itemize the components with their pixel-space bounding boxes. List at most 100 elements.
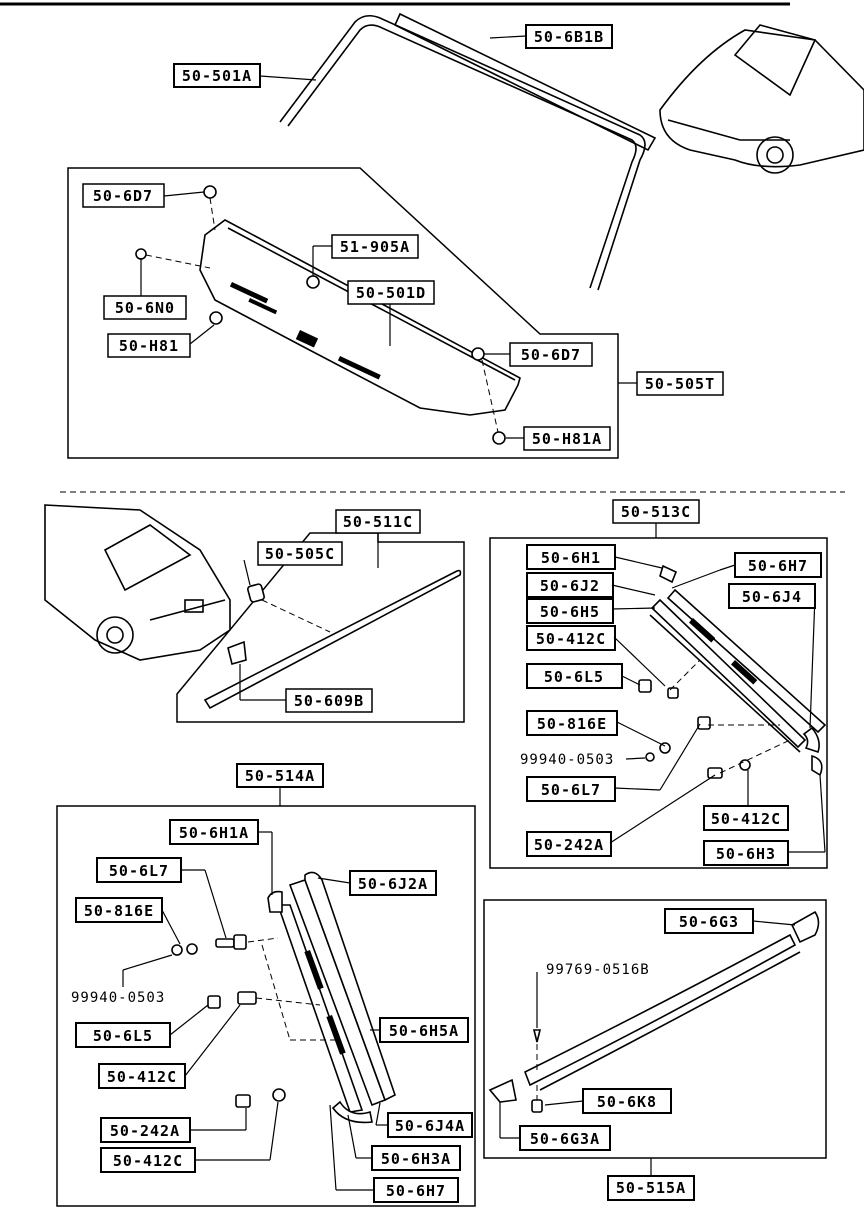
label-50-501D: 50-501D xyxy=(347,280,435,305)
svg-text:50-816E: 50-816E xyxy=(537,715,607,733)
svg-text:50-6H1A: 50-6H1A xyxy=(179,824,249,842)
svg-text:50-6L7: 50-6L7 xyxy=(541,781,601,799)
svg-text:50-412C: 50-412C xyxy=(113,1152,183,1170)
svg-text:50-242A: 50-242A xyxy=(110,1122,180,1140)
label-50-6N0: 50-6N0 xyxy=(103,295,187,320)
svg-text:50-6L5: 50-6L5 xyxy=(93,1027,153,1045)
label-50-6H3A: 50-6H3A xyxy=(371,1145,461,1171)
label-50-6H1: 50-6H1 xyxy=(526,544,616,570)
svg-text:50-6D7: 50-6D7 xyxy=(93,187,153,205)
svg-text:50-412C: 50-412C xyxy=(107,1068,177,1086)
svg-text:50-6L7: 50-6L7 xyxy=(109,862,169,880)
label-50-6B1B: 50-6B1B xyxy=(525,24,613,49)
label-50-816E: 50-816E xyxy=(526,710,618,736)
label-50-501A: 50-501A xyxy=(173,63,261,88)
group-515A-leaders xyxy=(499,920,796,1139)
group-514A-leaders xyxy=(122,831,388,1191)
label-50-816E-b: 50-816E xyxy=(75,897,163,923)
label-50-412C-d: 50-412C xyxy=(100,1147,196,1173)
group-515A-frame xyxy=(483,899,827,1159)
label-50-6L5-b: 50-6L5 xyxy=(75,1022,171,1048)
svg-text:50-515A: 50-515A xyxy=(616,1179,686,1197)
label-50-H81A: 50-H81A xyxy=(523,426,611,451)
svg-text:50-501D: 50-501D xyxy=(356,284,426,302)
label-50-412C-a: 50-412C xyxy=(526,625,616,651)
svg-text:50-511C: 50-511C xyxy=(343,513,413,531)
svg-text:50-6H5A: 50-6H5A xyxy=(389,1022,459,1040)
svg-text:50-514A: 50-514A xyxy=(245,767,315,785)
label-50-242A-b: 50-242A xyxy=(100,1117,191,1143)
group-514A-frame xyxy=(56,805,476,1207)
part-number-99769-0516B: 99769-0516B xyxy=(546,962,650,978)
label-50-511C: 50-511C xyxy=(335,509,421,534)
label-50-6L5: 50-6L5 xyxy=(526,663,623,689)
svg-text:50-816E: 50-816E xyxy=(84,902,154,920)
label-50-505C: 50-505C xyxy=(257,541,343,566)
label-50-6H5A: 50-6H5A xyxy=(379,1017,469,1043)
label-50-513C: 50-513C xyxy=(612,499,700,524)
label-50-6G3A: 50-6G3A xyxy=(519,1125,611,1151)
svg-text:50-6J2A: 50-6J2A xyxy=(358,875,428,893)
group-515A-molding xyxy=(488,910,820,1113)
label-50-6D7-top: 50-6D7 xyxy=(82,183,165,208)
label-50-6J4A: 50-6J4A xyxy=(387,1112,473,1138)
group-513C-molding xyxy=(638,564,827,779)
svg-text:50-6H7: 50-6H7 xyxy=(748,557,808,575)
label-50-6D7-right: 50-6D7 xyxy=(509,342,593,367)
part-number-99940-0503: 99940-0503 xyxy=(520,752,614,768)
svg-text:50-412C: 50-412C xyxy=(536,630,606,648)
label-50-6L7: 50-6L7 xyxy=(526,776,616,802)
label-50-505T: 50-505T xyxy=(636,371,724,396)
cowl-group-frame xyxy=(67,167,619,459)
label-50-514A: 50-514A xyxy=(236,763,324,788)
svg-text:50-242A: 50-242A xyxy=(534,836,604,854)
cowl-leaders xyxy=(140,35,637,439)
label-50-6H3: 50-6H3 xyxy=(703,840,789,866)
label-50-242A: 50-242A xyxy=(526,831,612,857)
svg-text:50-6J2: 50-6J2 xyxy=(540,577,600,595)
cowl-clips xyxy=(135,185,506,445)
svg-text:50-H81A: 50-H81A xyxy=(532,430,602,448)
group-514A-molding xyxy=(171,871,396,1124)
label-50-412C-b: 50-412C xyxy=(703,805,789,831)
svg-text:50-6L5: 50-6L5 xyxy=(544,668,604,686)
svg-text:50-501A: 50-501A xyxy=(182,67,252,85)
svg-text:50-6H5: 50-6H5 xyxy=(540,603,600,621)
part-number-99940-0503-b: 99940-0503 xyxy=(71,990,165,1006)
svg-text:50-6J4A: 50-6J4A xyxy=(395,1117,465,1135)
label-50-6K8: 50-6K8 xyxy=(582,1088,672,1114)
label-50-6H7-right: 50-6H7 xyxy=(734,552,822,578)
group-513C-frame xyxy=(489,537,828,869)
svg-text:50-6G3: 50-6G3 xyxy=(679,913,739,931)
svg-text:51-905A: 51-905A xyxy=(340,238,410,256)
svg-text:50-609B: 50-609B xyxy=(294,692,364,710)
svg-text:50-412C: 50-412C xyxy=(711,810,781,828)
svg-text:50-6J4: 50-6J4 xyxy=(742,588,802,606)
svg-text:50-6H3A: 50-6H3A xyxy=(381,1150,451,1168)
label-50-6H1A: 50-6H1A xyxy=(169,819,259,845)
svg-text:50-6H3: 50-6H3 xyxy=(716,845,776,863)
label-50-515A: 50-515A xyxy=(607,1175,695,1201)
windshield-molding xyxy=(279,12,657,291)
car-front-illustration xyxy=(659,24,864,174)
svg-text:50-513C: 50-513C xyxy=(621,503,691,521)
group-513C-leaders xyxy=(609,556,826,853)
car-rear-illustration xyxy=(44,504,231,661)
svg-text:50-6K8: 50-6K8 xyxy=(597,1093,657,1111)
svg-text:50-505C: 50-505C xyxy=(265,545,335,563)
label-51-905A: 51-905A xyxy=(331,234,419,259)
label-50-H81: 50-H81 xyxy=(107,333,191,358)
label-50-6J2: 50-6J2 xyxy=(526,572,614,598)
svg-text:50-6B1B: 50-6B1B xyxy=(534,28,604,46)
svg-text:50-6D7: 50-6D7 xyxy=(521,346,581,364)
label-50-6J2A: 50-6J2A xyxy=(349,870,437,896)
rear-molding-group-frame xyxy=(176,532,465,723)
svg-text:50-6N0: 50-6N0 xyxy=(115,299,175,317)
rear-molding xyxy=(203,533,462,710)
label-50-6J4: 50-6J4 xyxy=(728,583,816,609)
label-50-412C-c: 50-412C xyxy=(98,1063,186,1089)
svg-text:50-6G3A: 50-6G3A xyxy=(530,1130,600,1148)
label-50-609B: 50-609B xyxy=(285,688,373,713)
label-50-6L7-b: 50-6L7 xyxy=(96,857,182,883)
